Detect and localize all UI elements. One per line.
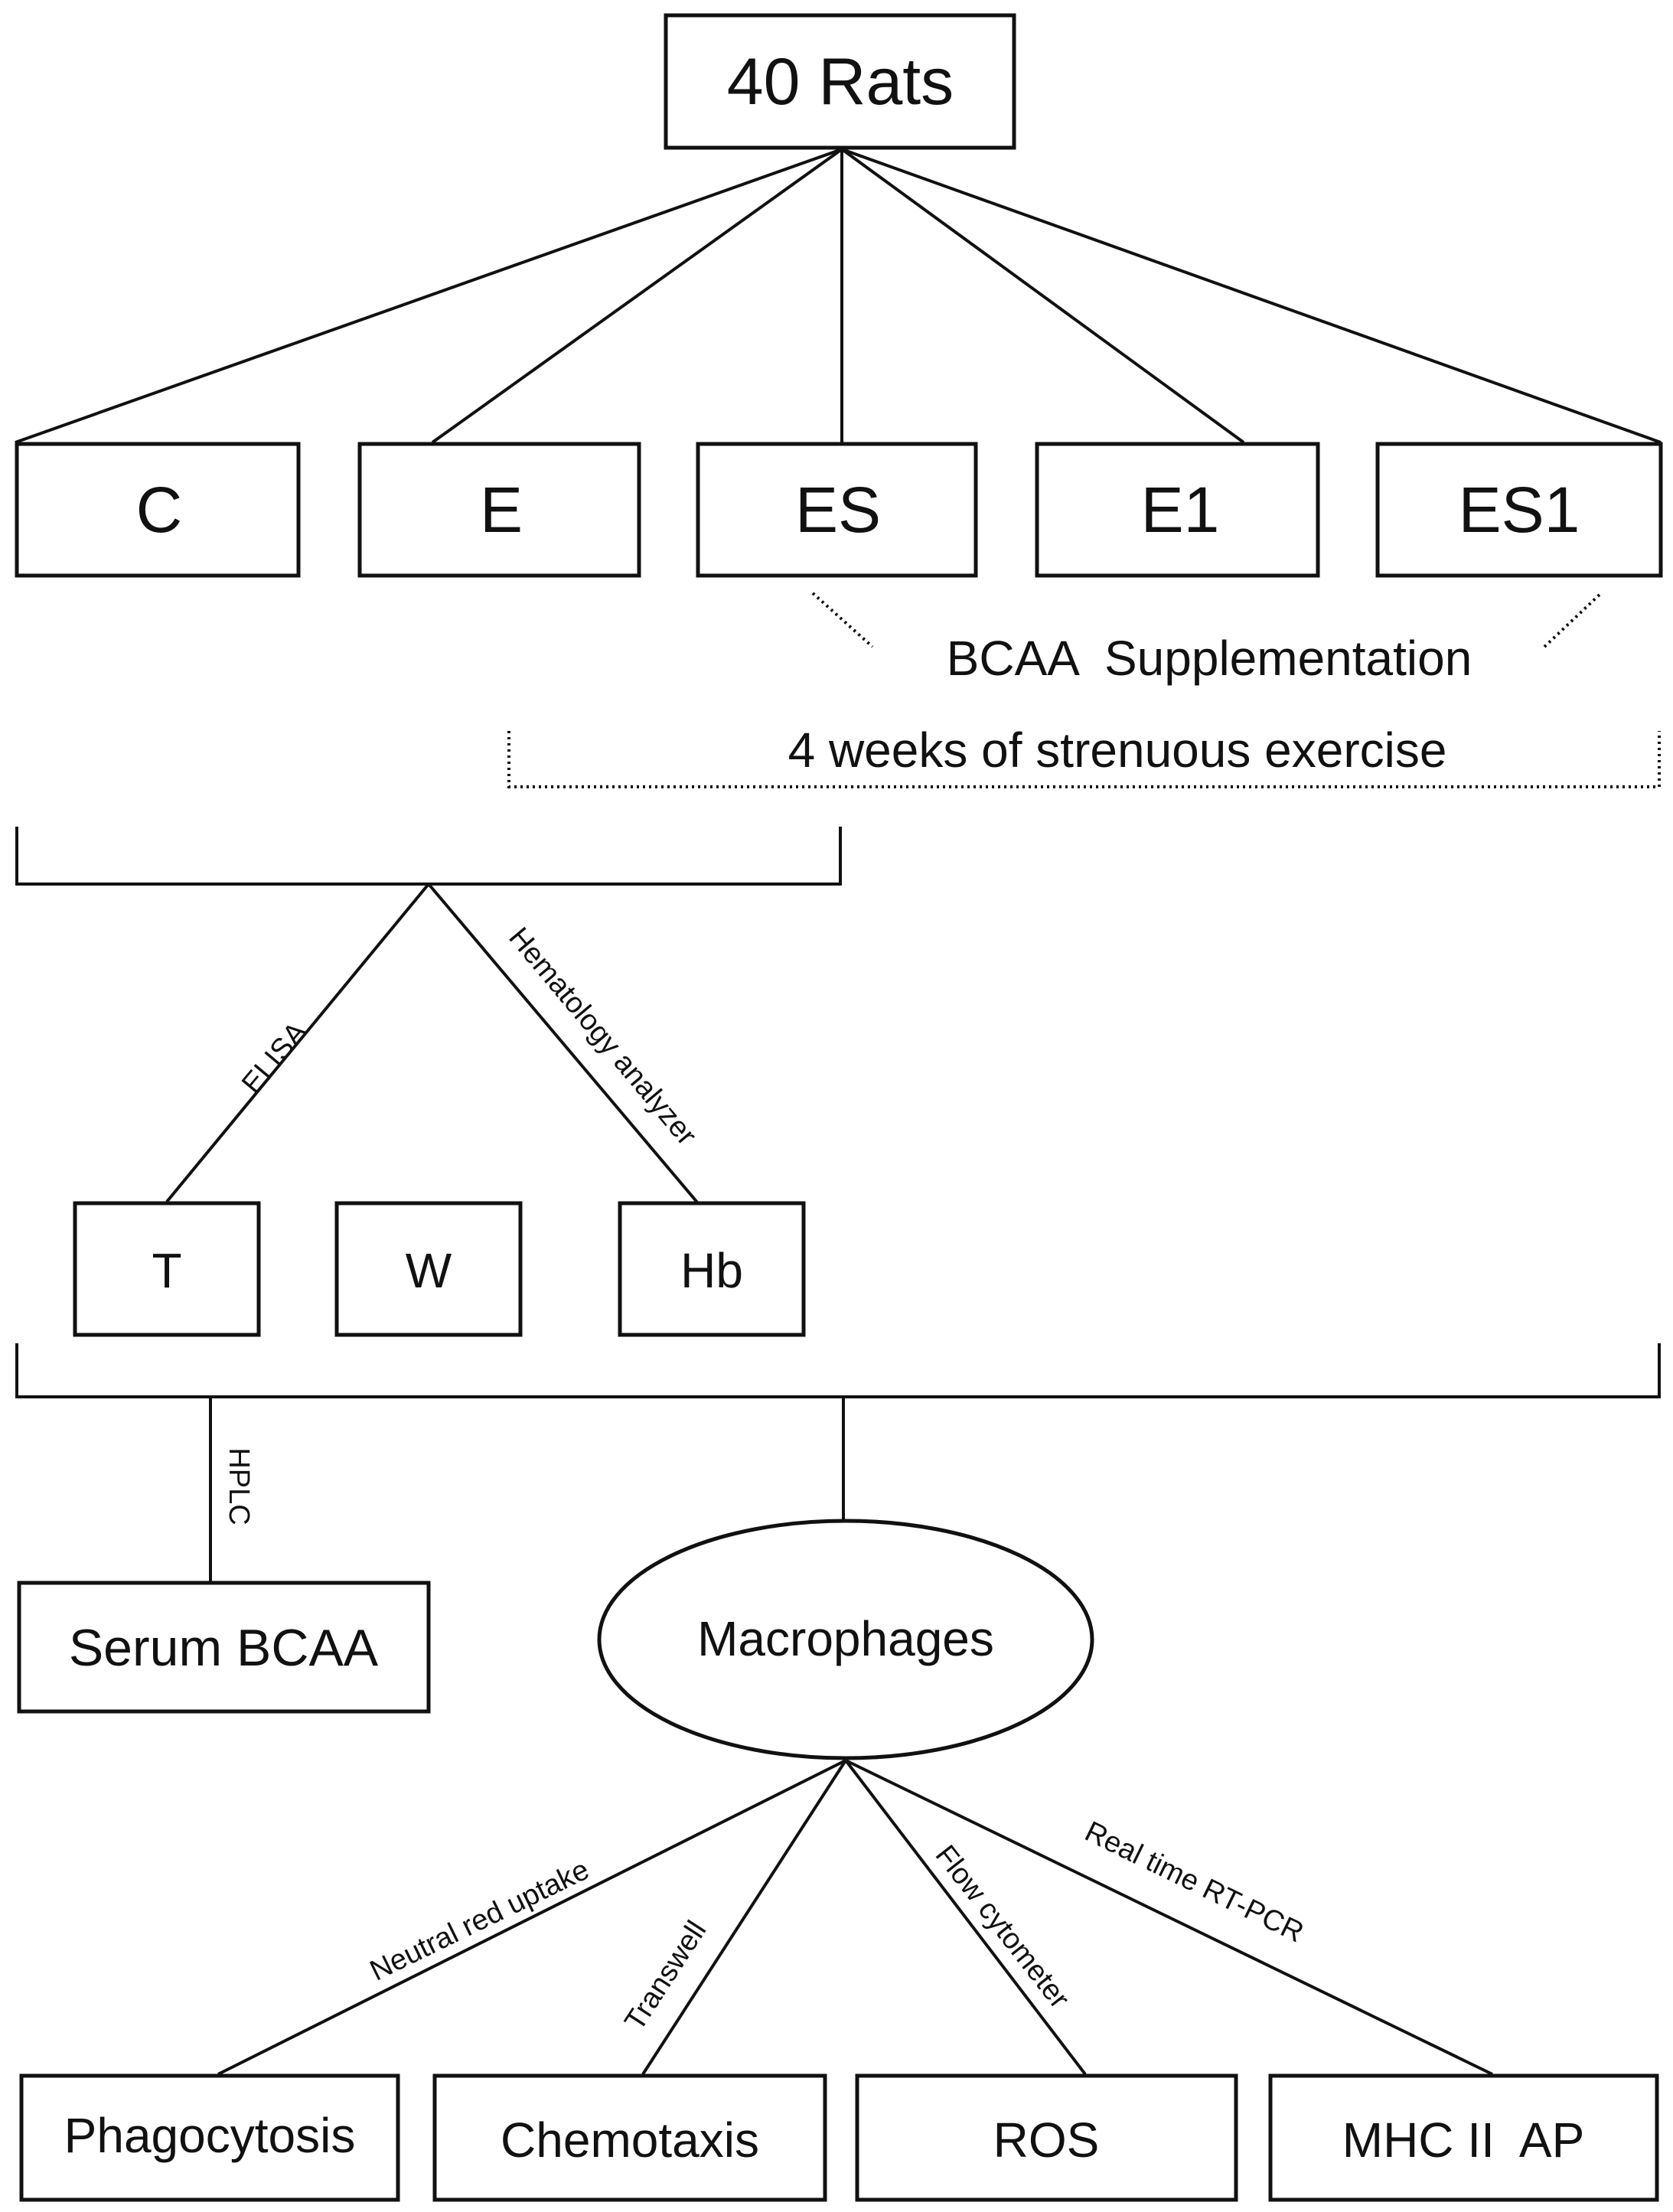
assay-mhc-label: MHC II AP xyxy=(1342,2112,1585,2168)
group-c: C xyxy=(15,442,301,578)
assay-boxes: Phagocytosis Chemotaxis ROS MHC II AP xyxy=(19,2073,1659,2202)
group-es: ES xyxy=(696,442,978,578)
serum-bcaa-node: Serum BCAA xyxy=(17,1581,431,1714)
edge-root-e xyxy=(431,148,843,444)
supplementation-annotation: BCAA Supplementation xyxy=(811,592,1603,686)
group-e1: E1 xyxy=(1035,442,1320,578)
serum-bcaa-label: Serum BCAA xyxy=(69,1619,379,1677)
root-node: 40 Rats xyxy=(664,13,1016,150)
supplementation-left-dash xyxy=(811,592,874,648)
macrophages-node: Macrophages xyxy=(597,1519,1094,1760)
edge-root-es1 xyxy=(841,148,1662,444)
exercise-annotation: 4 weeks of strenuous exercise xyxy=(507,723,1661,788)
param-w-label: W xyxy=(406,1243,452,1298)
assay-connectors: Neutral red uptake Transwell Flow cytome… xyxy=(217,1759,1493,2076)
group-e1-label: E1 xyxy=(1141,474,1220,546)
exercise-label: 4 weeks of strenuous exercise xyxy=(788,723,1447,778)
blood-param-boxes: T W Hb xyxy=(73,1201,806,1337)
param-t-label: T xyxy=(152,1243,181,1298)
group-c-label: C xyxy=(136,474,183,546)
blood-connectors: ELISA Hematology analyzer xyxy=(165,883,703,1205)
exercise-bracket xyxy=(507,731,1661,788)
edge-chemotaxis xyxy=(641,1759,847,2076)
assay-ros: ROS xyxy=(855,2073,1238,2202)
neutral-red-label: Neutral red uptake xyxy=(365,1854,594,1988)
assay-chemotaxis-label: Chemotaxis xyxy=(501,2112,759,2168)
bracket-all-groups: HPLC xyxy=(15,1343,1661,1583)
hematology-label: Hematology analyzer xyxy=(502,922,703,1152)
group-es1: ES1 xyxy=(1375,442,1663,578)
group-es-label: ES xyxy=(795,474,881,546)
assay-phagocytosis: Phagocytosis xyxy=(19,2073,400,2202)
group-es1-label: ES1 xyxy=(1459,474,1580,546)
flow-cytometer-label: Flow cytometer xyxy=(929,1839,1076,2015)
supplementation-right-dash xyxy=(1543,592,1603,648)
root-label: 40 Rats xyxy=(727,45,954,119)
param-w: W xyxy=(334,1201,523,1337)
supplementation-label: BCAA Supplementation xyxy=(947,631,1472,686)
group-e-label: E xyxy=(480,474,523,546)
assay-phagocytosis-label: Phagocytosis xyxy=(64,2108,356,2163)
param-hb: Hb xyxy=(618,1201,806,1337)
edge-root-c xyxy=(15,148,843,444)
group-boxes: C E ES E1 ES1 xyxy=(15,442,1663,578)
param-hb-label: Hb xyxy=(680,1243,743,1298)
edge-mhc xyxy=(845,1759,1493,2076)
edge-phagocytosis xyxy=(217,1759,846,2076)
edge-hematology xyxy=(427,883,700,1205)
group-e: E xyxy=(357,442,641,578)
macrophages-label: Macrophages xyxy=(697,1611,994,1666)
bracket-c-e-es xyxy=(15,827,842,886)
assay-mhc: MHC II AP xyxy=(1268,2073,1659,2202)
elisa-label: ELISA xyxy=(236,1016,314,1100)
hplc-label: HPLC xyxy=(223,1447,255,1525)
edge-ros xyxy=(844,1759,1087,2076)
edge-elisa xyxy=(165,883,430,1203)
param-t: T xyxy=(73,1201,261,1337)
assay-chemotaxis: Chemotaxis xyxy=(432,2073,827,2202)
assay-ros-label: ROS xyxy=(993,2112,1100,2168)
edge-root-e1 xyxy=(840,148,1245,444)
transwell-label: Transwell xyxy=(618,1915,713,2036)
root-connectors xyxy=(15,148,1662,444)
